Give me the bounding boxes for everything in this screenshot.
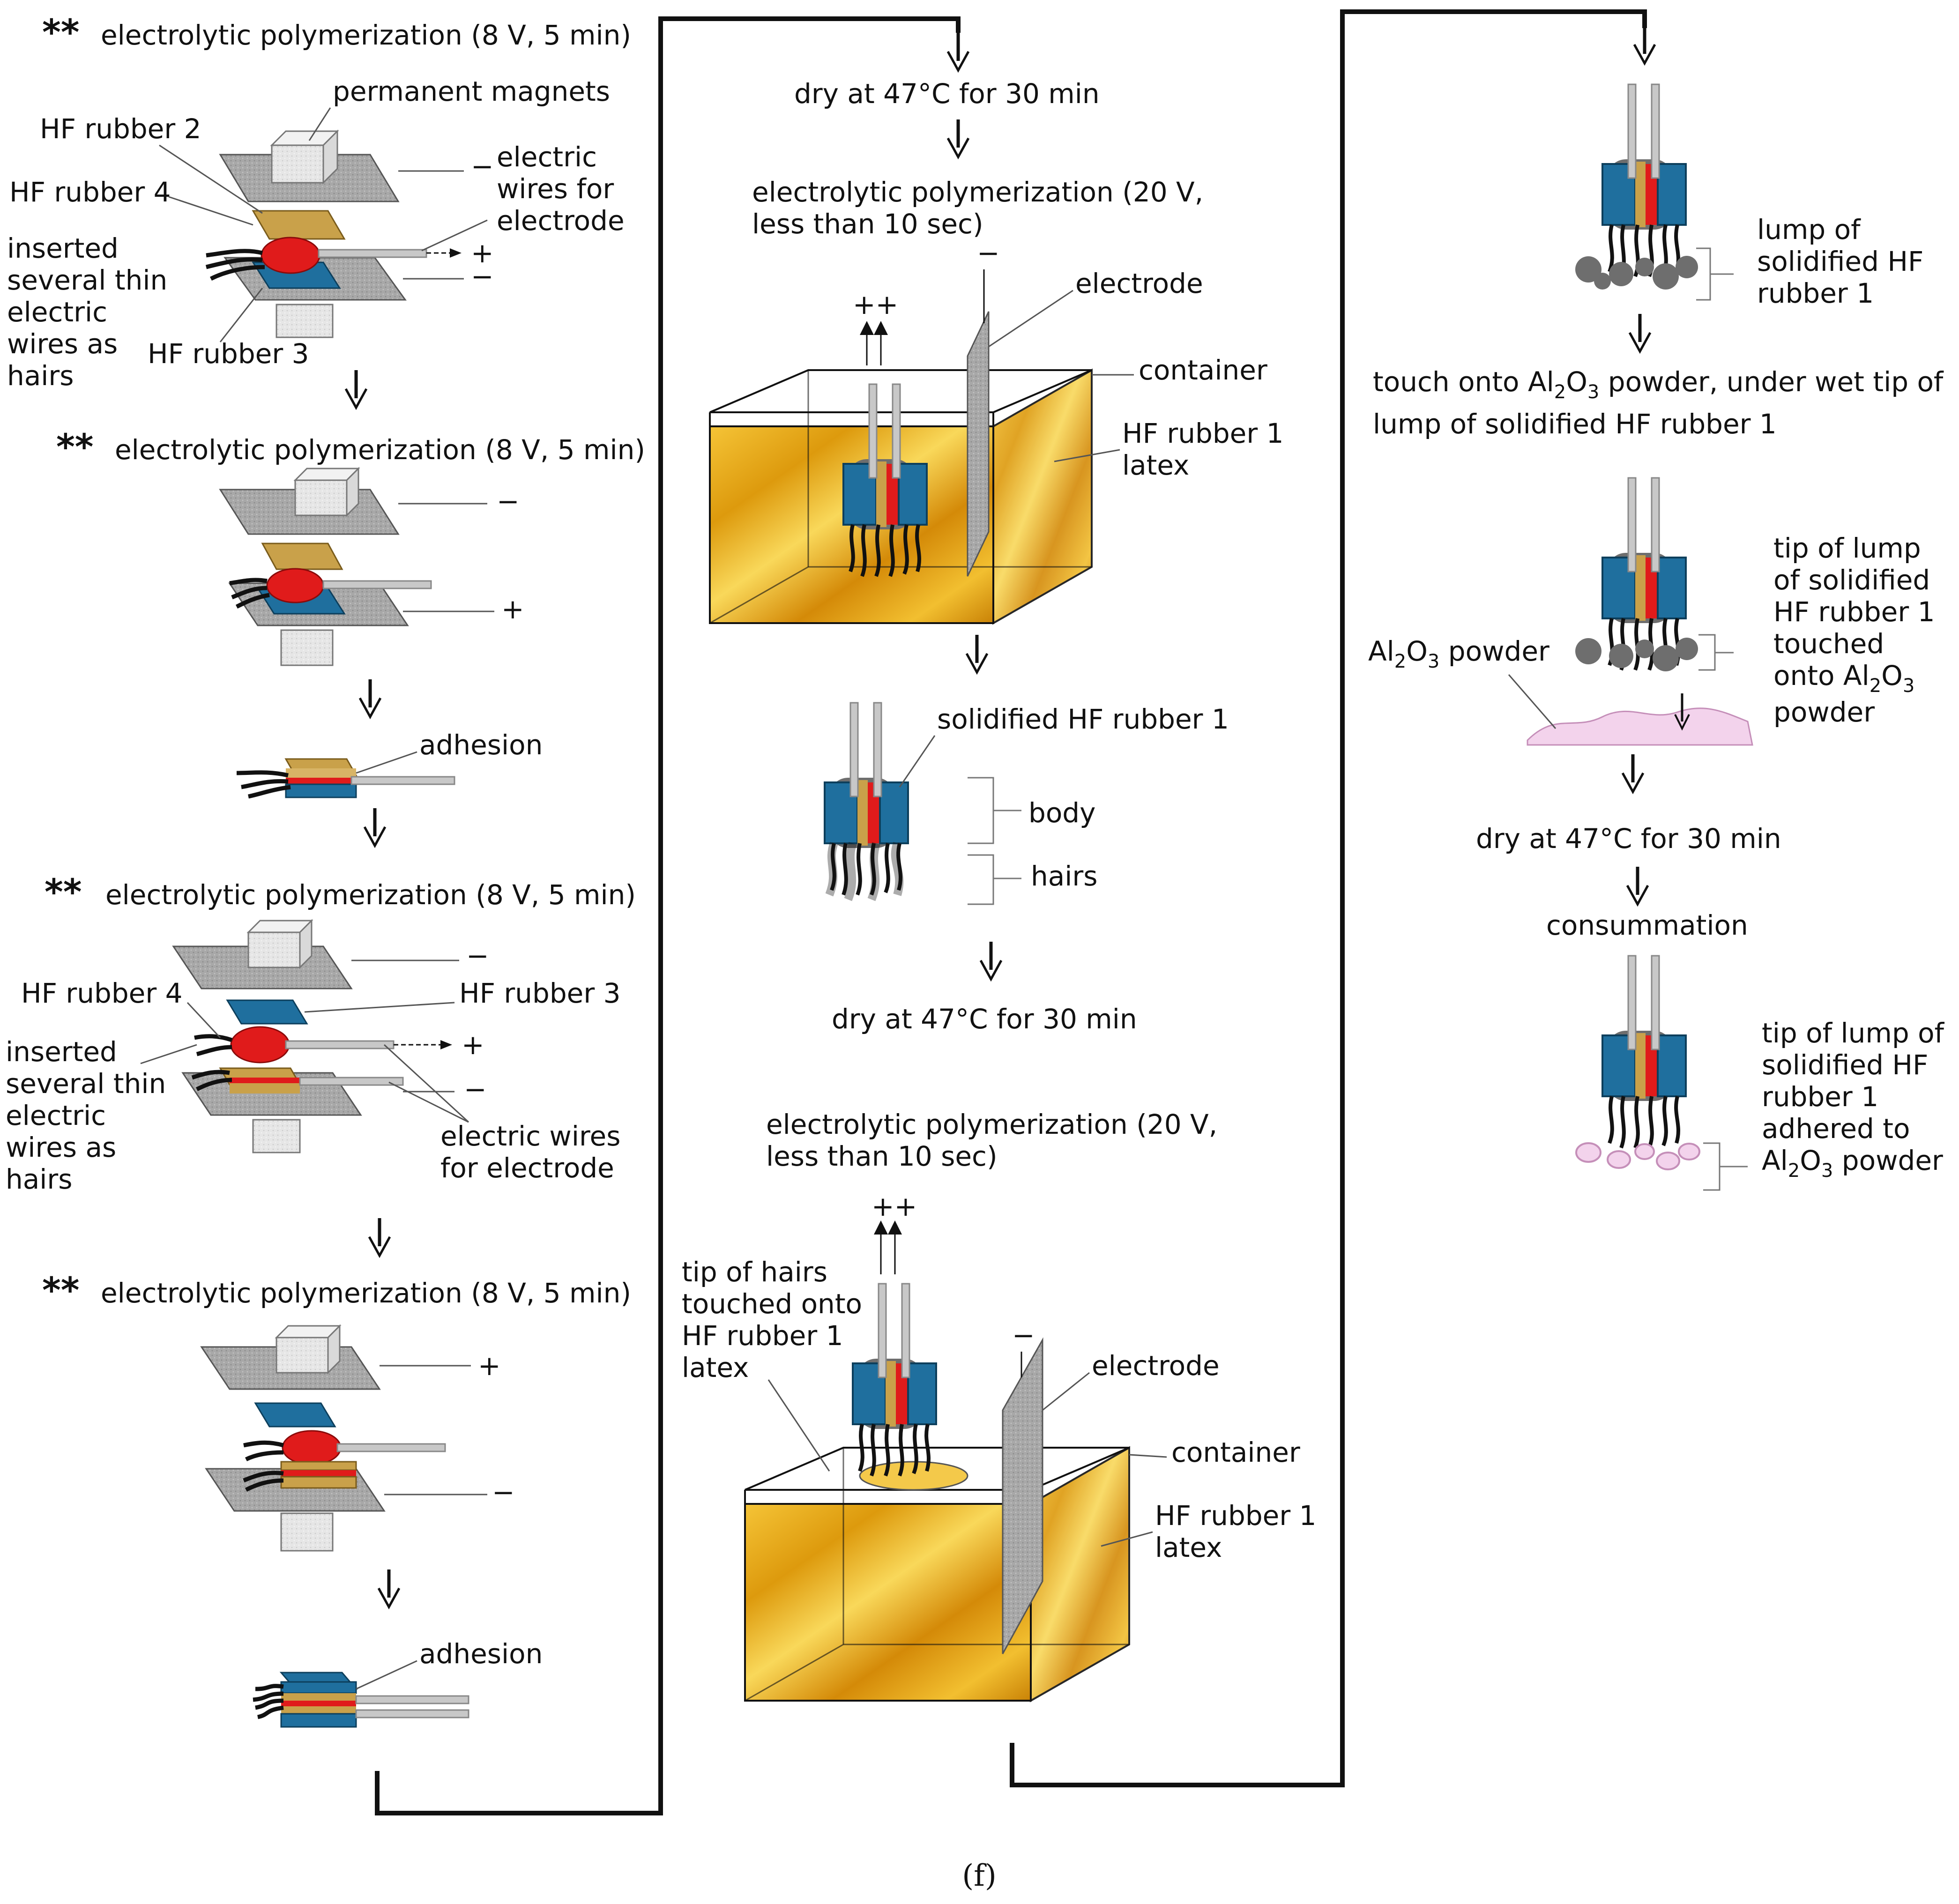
label-al2o3-powder: Al2O3 powder — [1368, 635, 1549, 672]
label-electric-wires-1: electric wires for electrode — [497, 141, 625, 237]
minus-sign: − — [464, 1073, 487, 1105]
plusplus-sign: ++ — [853, 289, 898, 320]
label-tip-of-hairs: tip of hairs touched onto HF rubber 1 la… — [682, 1256, 871, 1383]
label-solidified: solidified HF rubber 1 — [937, 703, 1229, 735]
plus-sign: + — [478, 1350, 501, 1382]
bracket-body — [968, 777, 1021, 844]
label-hairs: hairs — [1031, 860, 1097, 892]
down-arrow-icon — [1630, 314, 1650, 351]
down-arrow-icon — [1623, 754, 1643, 792]
label-lump: lump of solidified HF rubber 1 — [1757, 214, 1932, 309]
ep-step-1: electrolytic polymerization (20 V, less … — [752, 176, 1212, 240]
plus-sign: + — [471, 237, 494, 269]
touch-step-line2: lump of solidified HF rubber 1 — [1373, 408, 1777, 440]
label-latex-2: HF rubber 1 latex — [1155, 1500, 1325, 1563]
label-hf-rubber-2: HF rubber 2 — [40, 113, 201, 145]
down-arrow-icon — [1634, 26, 1655, 63]
asterisk-marker: ** — [42, 11, 80, 53]
label-hf-rubber-3b: HF rubber 3 — [459, 977, 621, 1009]
label-adhesion-2: adhesion — [419, 1638, 543, 1670]
step3-title: electrolytic polymerization (8 V, 5 min) — [105, 879, 636, 911]
adhered-stack-1 — [236, 758, 455, 799]
down-arrow-icon — [369, 1218, 390, 1256]
asterisk-marker: ** — [42, 1269, 80, 1311]
down-arrow-icon — [967, 635, 987, 672]
label-tip-adhered: tip of lump of solidified HF rubber 1 ad… — [1762, 1017, 1952, 1182]
minus-sign: − — [471, 150, 494, 182]
label-container-2: container — [1171, 1436, 1300, 1468]
minus-sign: − — [497, 485, 520, 517]
bracket-lump — [1696, 247, 1734, 301]
plusplus-sign: ++ — [871, 1190, 917, 1222]
hf-rubber-2-sheet — [252, 210, 346, 240]
label-electrode-2: electrode — [1092, 1350, 1220, 1382]
label-inserted-wires-1: inserted several thin electric wires as … — [7, 232, 176, 392]
dry-step-2: dry at 47°C for 30 min — [832, 1003, 1137, 1035]
figure-caption: (f) — [962, 1859, 997, 1893]
down-arrow-icon — [948, 33, 968, 70]
step1-title: electrolytic polymerization (8 V, 5 min) — [101, 19, 631, 51]
latex-container-2 — [744, 1337, 1130, 1703]
label-body: body — [1028, 797, 1095, 829]
plus-sign: + — [462, 1029, 484, 1061]
magnet-bottom — [276, 304, 334, 338]
label-hf-rubber-3: HF rubber 3 — [148, 338, 309, 370]
down-arrow-icon — [346, 370, 366, 408]
label-hf-rubber-4b: HF rubber 4 — [21, 977, 183, 1009]
assembly-3 — [172, 919, 404, 1153]
flow-connector-2 — [1010, 9, 1647, 1787]
minus-sign: − — [466, 940, 489, 972]
asterisk-marker: ** — [56, 426, 94, 468]
asterisk-marker: ** — [45, 871, 82, 913]
label-electric-wires-2: electric wires for electrode — [440, 1120, 629, 1184]
permanent-magnet-top — [270, 129, 339, 185]
label-latex-1: HF rubber 1 latex — [1122, 417, 1292, 481]
label-hf-rubber-4: HF rubber 4 — [9, 176, 171, 208]
electrode-plate-2 — [1002, 1337, 1043, 1654]
down-arrow-icon — [1627, 867, 1648, 904]
label-inserted-wires-2: inserted several thin electric wires as … — [6, 1036, 175, 1195]
dry-step-1: dry at 47°C for 30 min — [794, 78, 1100, 110]
bracket-hairs — [968, 854, 1021, 905]
down-arrow-icon — [360, 679, 380, 717]
step2-title: electrolytic polymerization (8 V, 5 min) — [115, 434, 645, 466]
red-ball — [261, 237, 320, 274]
label-container-1: container — [1139, 354, 1267, 386]
ep-step-2: electrolytic polymerization (20 V, less … — [766, 1108, 1226, 1172]
minus-sign: − — [977, 237, 1000, 269]
solidified-device — [824, 702, 909, 901]
minus-sign: − — [1012, 1319, 1035, 1351]
down-arrow-icon — [981, 942, 1001, 979]
minus-sign: − — [471, 260, 494, 292]
touch-step: touch onto Al2O3 powder, under wet tip o… — [1373, 366, 1944, 403]
label-adhesion-1: adhesion — [419, 729, 543, 761]
assembly-1 — [205, 129, 427, 338]
dry-step-3: dry at 47°C for 30 min — [1476, 823, 1781, 855]
label-electrode-1: electrode — [1075, 268, 1203, 299]
solidified-lump-device — [1575, 83, 1698, 290]
label-tip-touched: tip of lump of solidified HF rubber 1 to… — [1773, 532, 1944, 728]
device-touching-powder — [1575, 477, 1698, 671]
consummation-step: consummation — [1546, 909, 1748, 941]
plus-sign: + — [501, 593, 524, 625]
final-device — [1575, 955, 1700, 1170]
bracket-tip — [1698, 634, 1734, 671]
assembly-2 — [219, 467, 432, 666]
down-arrow-icon — [379, 1569, 399, 1607]
adhered-stack-2 — [253, 1672, 469, 1728]
step4-title: electrolytic polymerization (8 V, 5 min) — [101, 1277, 631, 1309]
flow-connector-1 — [375, 16, 961, 1815]
bracket-final — [1703, 1142, 1748, 1191]
assembly-4 — [200, 1324, 446, 1552]
down-arrow-icon — [365, 808, 385, 846]
electrode-plate — [967, 311, 990, 577]
label-permanent-magnets: permanent magnets — [333, 75, 610, 107]
down-arrow-icon — [948, 119, 968, 157]
minus-sign: − — [492, 1476, 515, 1508]
al2o3-powder-pile — [1527, 707, 1753, 746]
